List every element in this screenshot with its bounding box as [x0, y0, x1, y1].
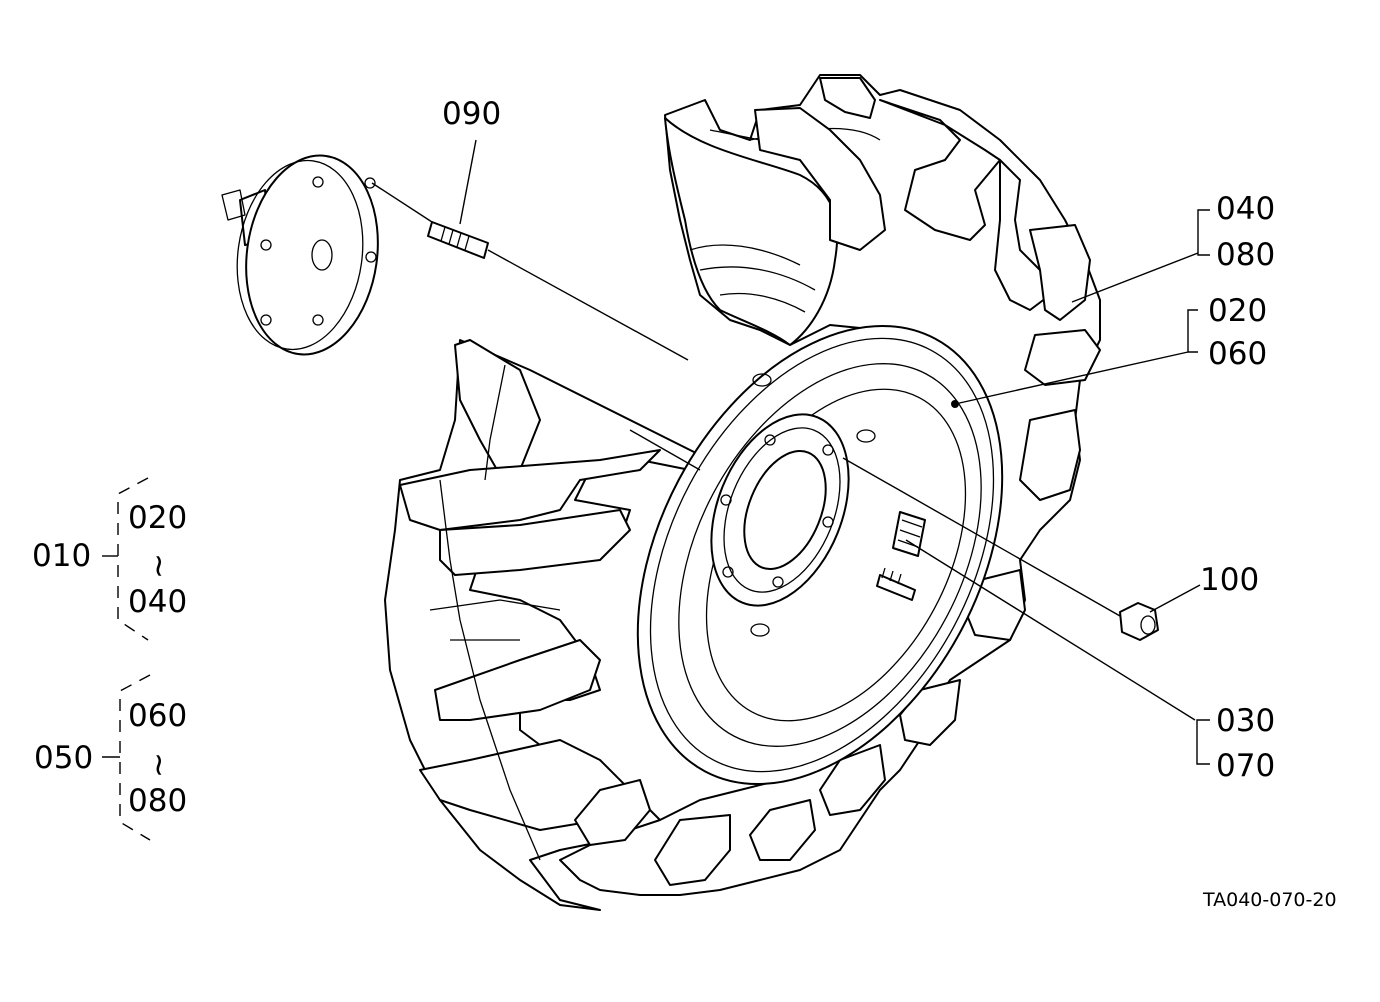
tire-drawing [384, 74, 1101, 911]
label-090: 090 [442, 96, 501, 132]
label-group-010-tilde: ~ [141, 553, 177, 579]
label-group-050: 050 [34, 740, 93, 776]
wheel-rim-disc [636, 325, 1004, 785]
label-070: 070 [1216, 748, 1275, 784]
hex-nut-100 [1119, 602, 1159, 641]
label-group-050-to: 080 [128, 783, 187, 819]
label-040: 040 [1216, 191, 1275, 227]
drawing-code: TA040-070-20 [1202, 889, 1337, 911]
label-030: 030 [1216, 703, 1275, 739]
label-group-010: 010 [32, 538, 91, 574]
group-bracket-050 [102, 674, 151, 841]
label-080: 080 [1216, 237, 1275, 273]
label-group-050-from: 060 [128, 698, 187, 734]
hub-flange [221, 154, 379, 356]
label-group-010-from: 020 [128, 500, 187, 536]
stud-bolt-090 [427, 221, 489, 259]
group-bracket-010 [102, 477, 149, 641]
label-group-010-to: 040 [128, 584, 187, 620]
label-020: 020 [1208, 293, 1267, 329]
label-group-050-tilde: ~ [141, 752, 177, 778]
leader-lines [371, 139, 1210, 765]
label-060: 060 [1208, 336, 1267, 372]
label-100: 100 [1200, 562, 1259, 598]
